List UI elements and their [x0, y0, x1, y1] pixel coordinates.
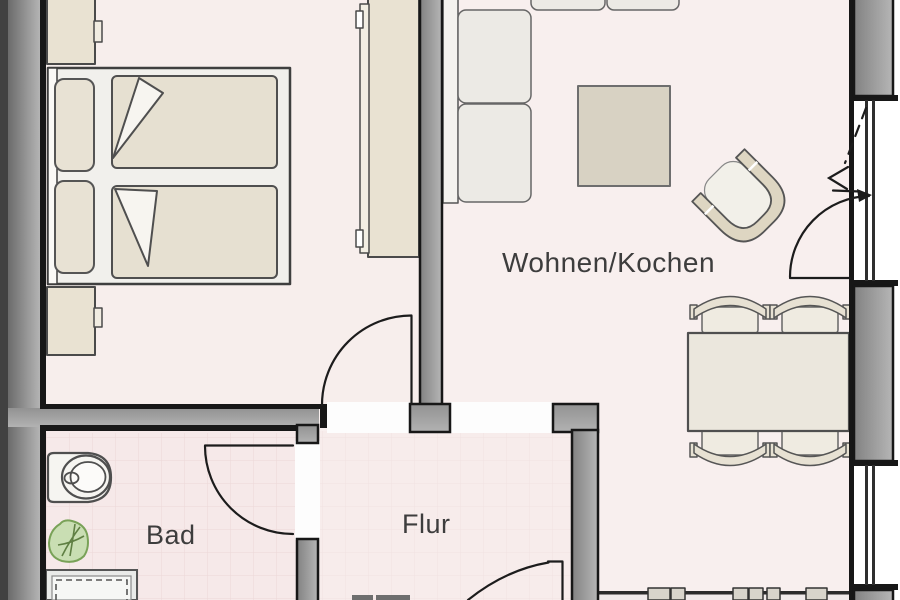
room-label-bad: Bad — [146, 520, 196, 550]
pillow — [54, 180, 95, 274]
window-sill — [853, 95, 898, 101]
wall-foot — [408, 402, 452, 434]
kitchen-unit — [647, 587, 671, 600]
kitchen-unit — [732, 587, 749, 600]
sofa-backrest — [442, 0, 459, 204]
room-label-wohnen-kochen: Wohnen/Kochen — [502, 247, 716, 278]
wall-left-edge — [40, 0, 46, 600]
threshold-bad-door — [295, 441, 320, 540]
kitchen-unit — [805, 587, 828, 600]
plant — [47, 519, 89, 563]
sofa-cushion — [457, 9, 532, 104]
window-sill — [853, 460, 898, 466]
plant-leaves — [57, 523, 85, 557]
wall-left — [8, 0, 40, 600]
armchair-seam — [704, 204, 715, 216]
wardrobe-right-door — [359, 3, 370, 254]
threshold-passage — [450, 402, 553, 433]
wardrobe-handle — [93, 307, 103, 328]
dining-table — [686, 331, 851, 433]
door-direction-chevron — [826, 165, 850, 191]
wardrobe-top-left — [46, 0, 96, 65]
sofa-cushion — [530, 0, 606, 11]
wall-bad-flur — [295, 537, 320, 600]
chair-seat — [781, 428, 839, 456]
living-furniture — [442, 0, 851, 600]
kitchen-unit — [748, 587, 764, 600]
wall-bedroom-living — [418, 0, 444, 409]
door-direction-dash — [843, 106, 868, 165]
wall-right-block — [852, 284, 895, 463]
bedroom-furniture — [46, 0, 420, 356]
armchair-back — [691, 148, 786, 243]
chair-backrest — [693, 443, 767, 467]
bedroom-door — [320, 314, 413, 407]
window-glass — [872, 465, 875, 585]
sofa-cushion — [457, 103, 532, 203]
wardrobe-handle — [355, 229, 364, 248]
window-sill — [853, 280, 898, 286]
room-label-flur: Flur — [402, 509, 451, 539]
pillow — [54, 78, 95, 172]
wall-flur-stub — [551, 402, 600, 434]
bad-door — [203, 444, 295, 536]
duvet-fold — [112, 77, 164, 159]
sofa-cushion — [606, 0, 680, 11]
wall-bad-jamb — [295, 423, 320, 445]
wall-horizontal-bottom-edge — [40, 425, 299, 431]
wall-right-block — [852, 0, 895, 98]
flur-tiles — [318, 431, 572, 600]
wall-horizontal-top-edge — [40, 404, 327, 409]
balcony-door-swing — [788, 106, 872, 280]
window-glass — [865, 465, 868, 585]
shower-dashed-line — [55, 579, 128, 600]
dining-set — [686, 295, 851, 467]
wall-flur-wohnen — [570, 428, 600, 600]
balcony-door-glass — [872, 100, 875, 281]
rug — [577, 85, 671, 187]
wardrobe-right — [367, 0, 420, 258]
window-sill — [853, 584, 898, 590]
armchair-seam — [747, 161, 759, 172]
wall-left-outer — [0, 0, 8, 600]
wardrobe-bottom-left — [46, 286, 96, 356]
door-jamb — [320, 404, 327, 428]
bed-headboard — [47, 67, 58, 285]
chair-backrest — [773, 295, 847, 319]
floor-edge-strip — [598, 594, 849, 600]
chair-backrest — [773, 443, 847, 467]
armchair — [691, 148, 786, 243]
wall-horizontal — [8, 408, 319, 427]
toilet-bowl-inner — [69, 461, 107, 493]
duvet-fold — [114, 188, 158, 267]
chair-seat — [701, 428, 759, 456]
dining-chairs-right-column — [769, 295, 851, 467]
wardrobe-handle — [93, 20, 103, 43]
wall-right-block — [852, 588, 895, 600]
kitchen-counter-edge — [598, 591, 850, 595]
chair-backrest — [693, 295, 767, 319]
wall-right-inner-edge — [849, 0, 854, 600]
wardrobe-handle — [355, 10, 364, 29]
doors — [203, 106, 872, 600]
kitchen-unit — [766, 587, 781, 600]
kitchen-unit — [670, 587, 686, 600]
toilet-bowl — [60, 454, 112, 500]
chair-seat — [701, 306, 759, 334]
dining-chairs-left-column — [689, 295, 771, 467]
balcony-door-glass — [865, 100, 868, 281]
kitchen-units — [598, 587, 850, 600]
chair-seat — [781, 306, 839, 334]
threshold-bedroom-door — [327, 402, 410, 433]
entrance-door — [466, 560, 564, 600]
bathroom-furniture — [45, 451, 138, 600]
toilet-flush — [63, 471, 80, 485]
entrance-mat — [352, 595, 410, 600]
